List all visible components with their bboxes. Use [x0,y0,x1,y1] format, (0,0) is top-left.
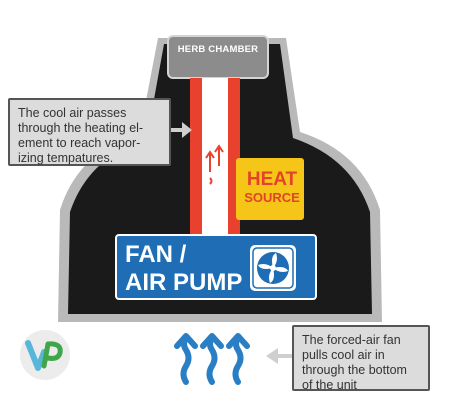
callout-fan-intake-text: The forced-air fan pulls cool air in thr… [302,333,407,392]
heat-label-line2: SOURCE [244,190,300,205]
heat-flow-arrows [205,144,224,185]
up-arrow-icon [174,333,250,385]
callout-airflow-heating-text: The cool air passes through the heating … [18,106,144,165]
heat-label-line1: HEAT [246,169,298,190]
fan-icon [250,245,296,291]
callout-fan-intake: The forced-air fan pulls cool air in thr… [292,325,430,392]
fan-label-line1: FAN / [125,241,187,268]
fan-air-pump-label: FAN / AIR PUMP [125,241,255,297]
fan-label-line2: AIR PUMP [125,269,243,296]
vp-logo [20,330,70,380]
herb-chamber [167,35,269,79]
left-arrow-icon [266,348,292,364]
right-arrow-icon [170,122,192,138]
heat-source-label: HEAT SOURCE [240,169,304,206]
heat-source-box [236,158,304,220]
callout-airflow-heating: The cool air passes through the heating … [8,98,171,166]
heating-tube-inner [202,78,228,238]
herb-chamber-label: HERB CHAMBER [177,44,259,55]
